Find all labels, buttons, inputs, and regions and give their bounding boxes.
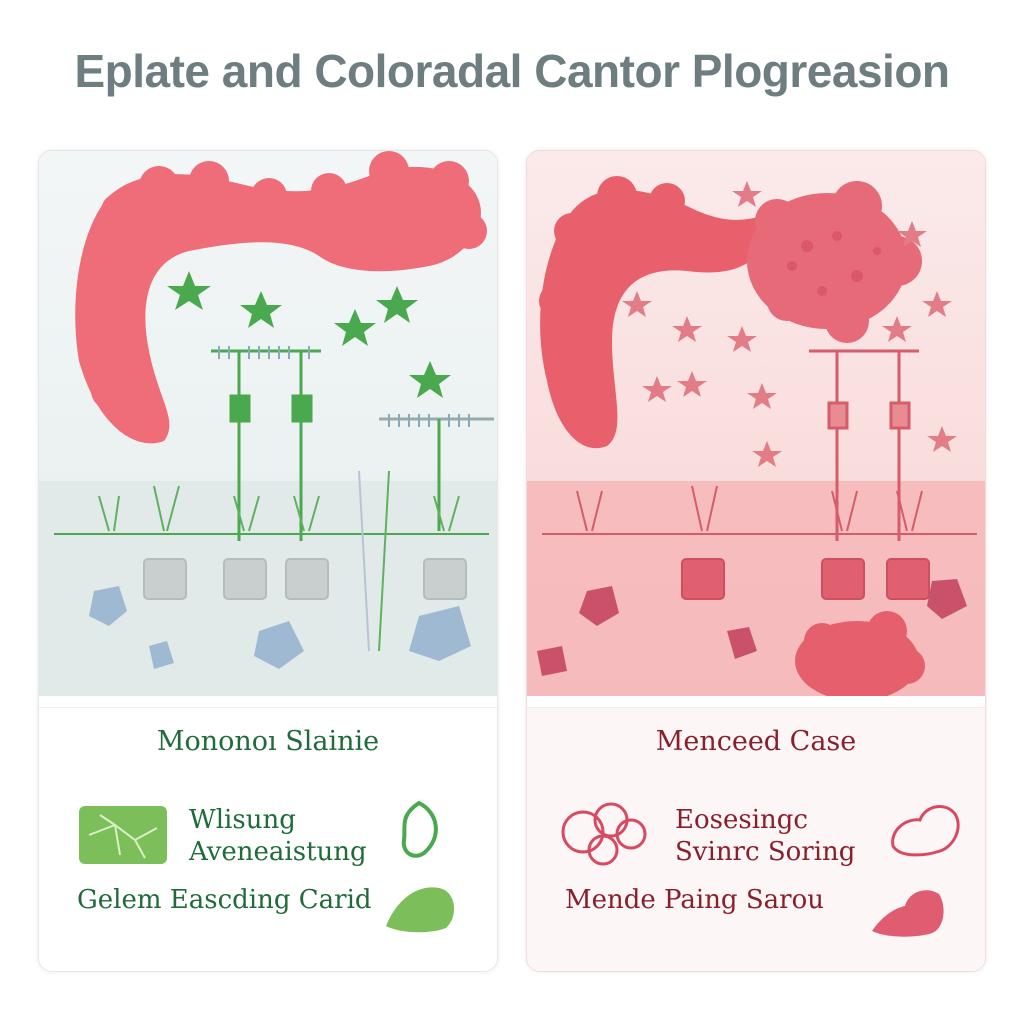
normal-caption-title: Mononoı Slainie [156,726,380,757]
red-rocks [537,579,967,676]
pink-stars [622,181,957,467]
secondary-tumor [795,611,925,696]
diseased-colon [539,176,777,449]
normal-colon-illustration [39,151,497,696]
green-leaf-icon [401,800,438,858]
green-blob-icon [386,887,455,933]
red-blob-icon [872,890,944,937]
red-cluster-icon [561,802,647,866]
page-title: Eplate and Coloradal Cantor Plogreasion [74,45,950,97]
cell-cups [143,558,467,600]
normal-item1-line1: Wlisung [189,805,296,835]
healthy-colon [75,151,487,444]
normal-item1-line2: Aveneaistung [189,837,367,867]
green-tissue-icon [79,806,167,864]
cell-sprouts [98,470,460,652]
cancer-caption-title: Menceed Case [655,726,857,757]
normal-item2: Gelem Eascding Carid [77,885,372,915]
cancer-item1-line1: Eosesingc [675,805,808,835]
tumor-mass [747,181,922,343]
normal-caption-box: Mononoı Slainie Wlisung Aveneaistung Gel… [39,707,497,971]
cancer-stage-panel: Menceed Case Eosesingc Svinrc Soring Men… [526,150,986,972]
cell-sprouts [576,485,923,532]
cancer-caption-box: Menceed Case Eosesingc Svinrc Soring Men… [527,707,985,971]
red-lump-icon [891,804,960,857]
cancer-item1-line2: Svinrc Soring [675,837,856,867]
green-stars [167,271,451,398]
cell-structures [54,349,494,541]
comb-teeth [218,346,470,427]
cell-cups [681,558,930,600]
normal-stage-panel: Mononoı Slainie Wlisung Aveneaistung Gel… [38,150,498,972]
cancer-item2: Mende Paing Sarou [565,885,824,915]
tumor-texture [787,231,881,296]
blue-rocks [89,586,471,669]
cancer-colon-illustration [527,151,985,696]
